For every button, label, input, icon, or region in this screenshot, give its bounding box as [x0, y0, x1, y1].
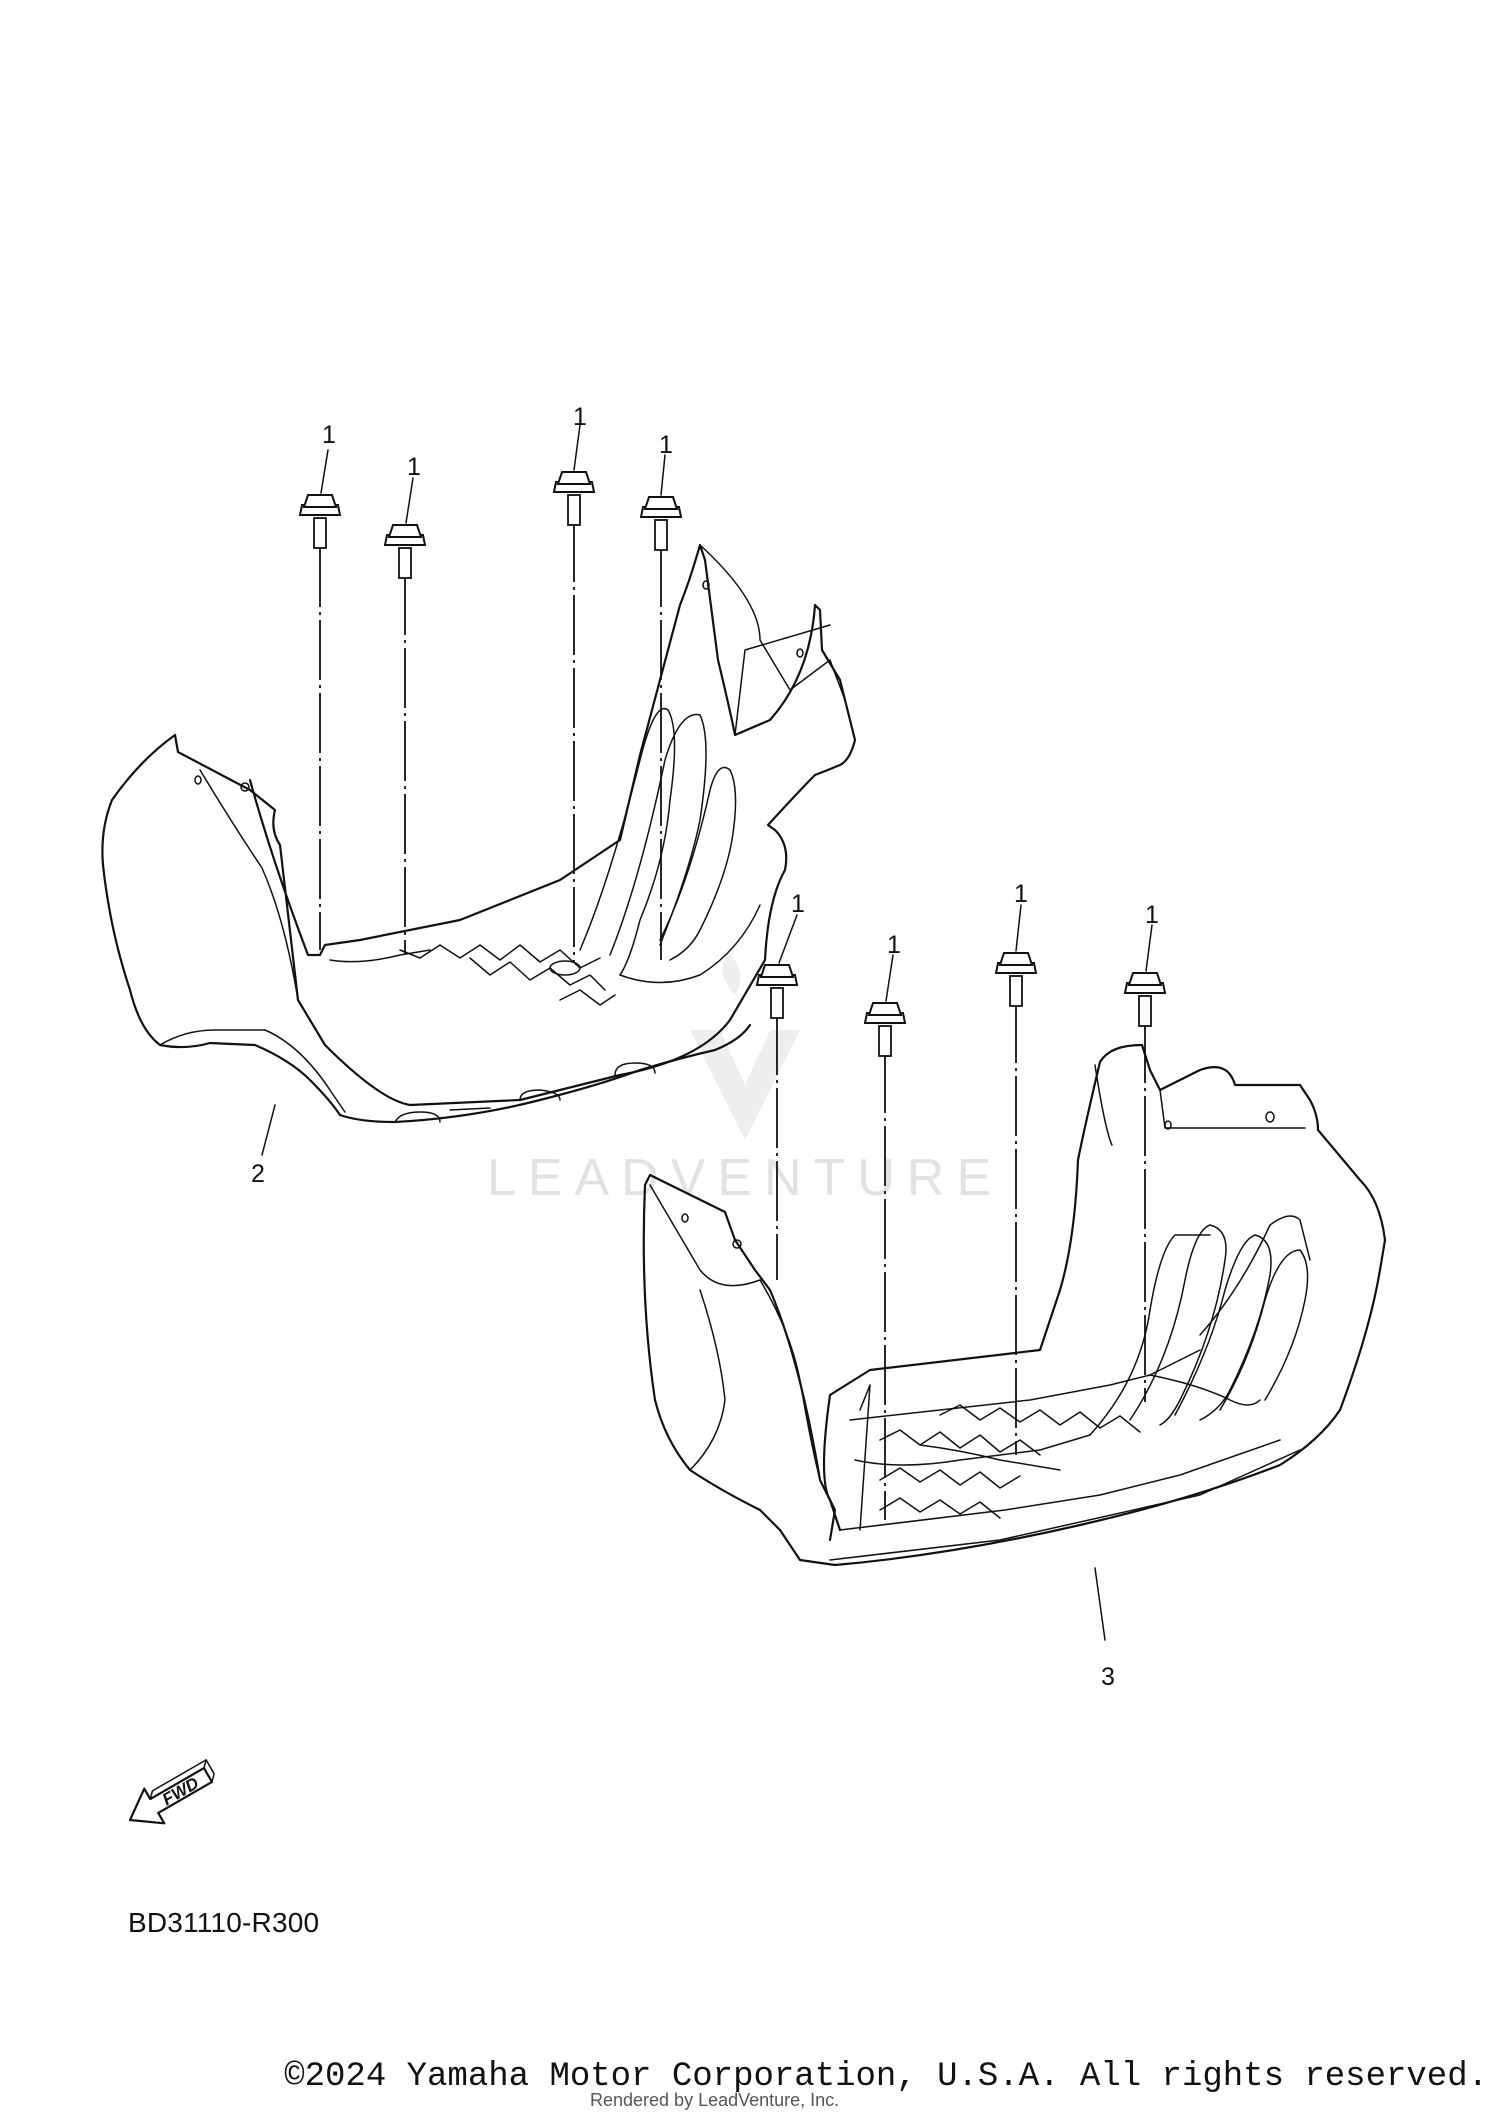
callout-bolt-1a: 1: [322, 421, 336, 449]
fwd-arrow-icon: FWD: [128, 1759, 215, 1825]
watermark-logo: LEADVENTURE: [487, 950, 1003, 1207]
diagram-reference-code: BD31110-R300: [128, 1907, 320, 1938]
callout-bolt-1e: 1: [791, 890, 805, 918]
bolt-1-left-c[interactable]: [552, 471, 596, 962]
callout-bolt-1f: 1: [887, 931, 901, 959]
callout-bolt-1c: 1: [573, 403, 587, 431]
right-footrest-panel[interactable]: [642, 1043, 1387, 1567]
bolt-1-right-d[interactable]: [1123, 972, 1167, 1402]
callout-bolt-1h: 1: [1145, 901, 1159, 929]
bolt-1-left-a[interactable]: [298, 494, 342, 950]
callout-bolt-1b: 1: [407, 453, 421, 481]
bolt-1-right-b[interactable]: [863, 1002, 907, 1520]
bolt-1-left-d[interactable]: [639, 496, 683, 960]
bolt-callout-leaders: [320, 424, 1153, 1002]
callout-bolt-1d: 1: [659, 431, 673, 459]
callout-bolt-1g: 1: [1014, 880, 1028, 908]
fwd-label: FWD: [159, 1774, 202, 1810]
rendered-by-notice: Rendered by LeadVenture, Inc.: [590, 2090, 840, 2110]
callout-right-footrest: 3: [1101, 1663, 1115, 1691]
bolt-1-left-b[interactable]: [383, 524, 427, 955]
copyright-notice: ©2024 Yamaha Motor Corporation, U.S.A. A…: [284, 2058, 1488, 2096]
callout-leader-2: [261, 1104, 276, 1156]
callout-left-footrest: 2: [251, 1160, 265, 1188]
bolt-1-right-c[interactable]: [994, 952, 1038, 1455]
left-footrest-panel[interactable]: [101, 543, 857, 1124]
bolt-1-right-a[interactable]: [755, 964, 799, 1280]
bolt-group: [298, 471, 1167, 1520]
watermark-text: LEADVENTURE: [487, 1149, 1003, 1207]
callout-leader-3: [1094, 1567, 1106, 1641]
